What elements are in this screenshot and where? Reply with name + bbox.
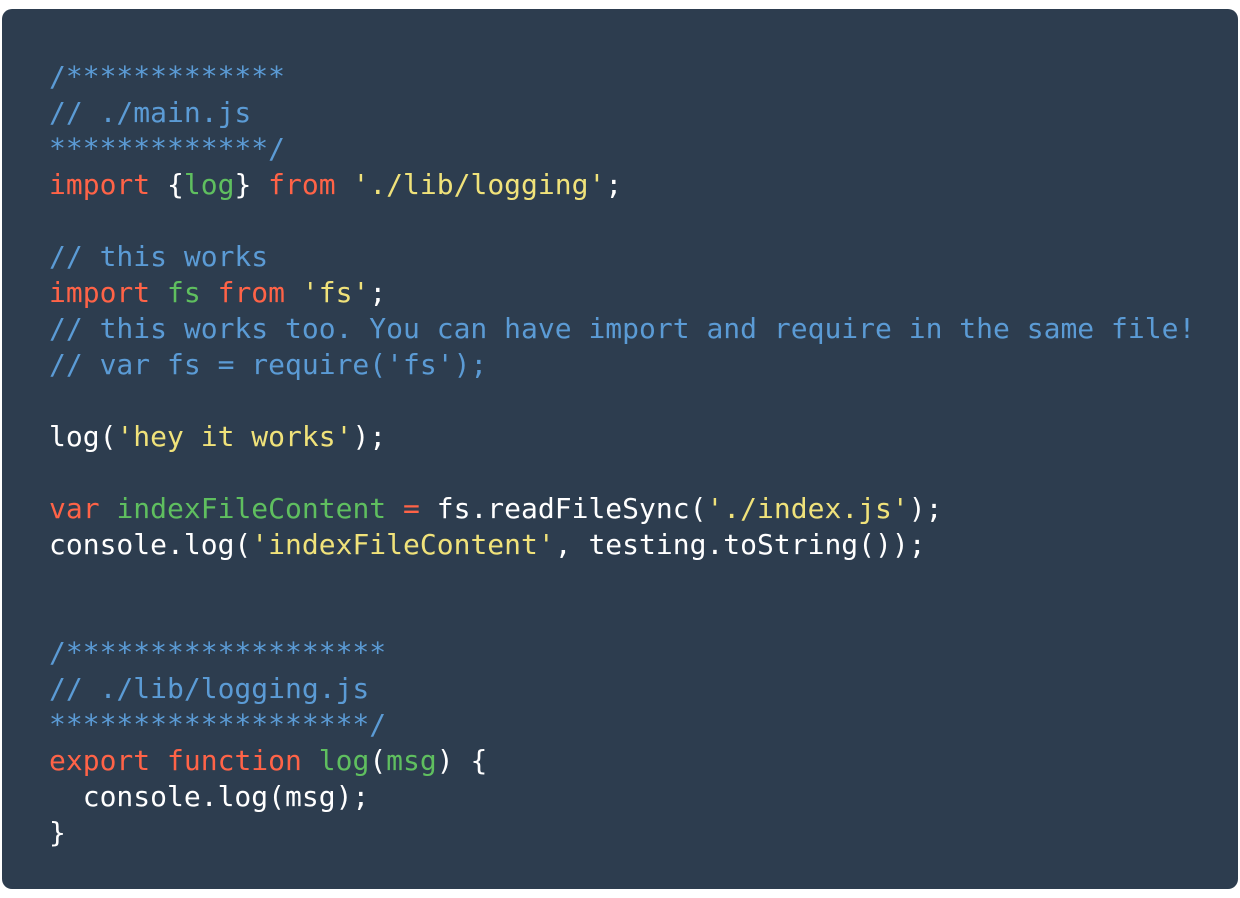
code-line: // this works too. You can have import a… xyxy=(49,311,1238,347)
code-token-string: 'fs' xyxy=(301,276,370,309)
code-token-keyword: from xyxy=(217,276,286,309)
code-line xyxy=(49,599,1238,635)
code-block: /*************// ./main.js*************/… xyxy=(2,9,1238,889)
code-lines: /*************// ./main.js*************/… xyxy=(49,59,1238,851)
code-token-string: 'hey it works' xyxy=(116,420,353,453)
code-token-plain xyxy=(285,276,302,309)
code-token-plain: } xyxy=(49,816,66,849)
code-line: var indexFileContent = fs.readFileSync('… xyxy=(49,491,1238,527)
code-line: } xyxy=(49,815,1238,851)
code-token-comment: // ./main.js xyxy=(49,96,252,129)
code-token-plain: ); xyxy=(908,492,943,525)
code-token-string: './lib/logging' xyxy=(352,168,606,201)
code-token-comment: // var fs = require('fs'); xyxy=(49,348,488,381)
code-token-plain: ); xyxy=(352,420,387,453)
code-line xyxy=(49,383,1238,419)
code-token-plain xyxy=(150,744,167,777)
code-token-plain: ; xyxy=(605,168,623,201)
code-token-keyword: export xyxy=(49,744,151,777)
code-token-plain: log( xyxy=(49,420,117,453)
code-token-ident: msg xyxy=(386,744,437,777)
code-token-plain xyxy=(386,492,403,525)
code-token-comment: // this works too. You can have import a… xyxy=(49,312,1196,345)
code-token-comment: /************* xyxy=(49,60,286,93)
code-line: // this works xyxy=(49,239,1238,275)
code-line xyxy=(49,563,1238,599)
code-token-comment: // this works xyxy=(49,240,269,273)
code-token-ident: log xyxy=(183,168,235,201)
code-token-string: 'indexFileContent' xyxy=(251,528,555,561)
code-line: console.log('indexFileContent', testing.… xyxy=(49,527,1238,563)
code-token-plain: ( xyxy=(369,744,387,777)
code-token-plain: { xyxy=(150,168,184,201)
code-line: *************/ xyxy=(49,131,1238,167)
code-token-ident: indexFileContent xyxy=(116,492,387,525)
code-token-plain: ; xyxy=(369,276,387,309)
code-token-plain: ) { xyxy=(436,744,488,777)
code-token-keyword: = xyxy=(403,492,420,525)
code-token-keyword: function xyxy=(167,744,302,777)
code-token-comment: // ./lib/logging.js xyxy=(49,672,370,705)
code-token-plain xyxy=(302,744,319,777)
code-token-comment: *************/ xyxy=(49,132,286,165)
code-line: log('hey it works'); xyxy=(49,419,1238,455)
code-line: import fs from 'fs'; xyxy=(49,275,1238,311)
code-token-plain xyxy=(201,276,218,309)
code-line: import {log} from './lib/logging'; xyxy=(49,167,1238,203)
code-line: export function log(msg) { xyxy=(49,743,1238,779)
code-token-string: './index.js' xyxy=(706,492,909,525)
code-token-comment: /******************* xyxy=(49,636,387,669)
code-token-plain: } xyxy=(234,168,269,201)
code-token-keyword: import xyxy=(49,168,151,201)
code-line xyxy=(49,203,1238,239)
code-line: console.log(msg); xyxy=(49,779,1238,815)
code-token-plain xyxy=(150,276,167,309)
code-token-plain: fs.readFileSync( xyxy=(419,492,707,525)
code-line: /************* xyxy=(49,59,1238,95)
code-token-keyword: var xyxy=(49,492,100,525)
code-token-comment: *******************/ xyxy=(49,708,387,741)
code-line: // var fs = require('fs'); xyxy=(49,347,1238,383)
code-line xyxy=(49,455,1238,491)
code-token-plain: console.log(msg); xyxy=(49,780,370,813)
code-line: /******************* xyxy=(49,635,1238,671)
code-line: *******************/ xyxy=(49,707,1238,743)
code-token-plain xyxy=(100,492,117,525)
code-token-keyword: import xyxy=(49,276,151,309)
code-token-ident: fs xyxy=(167,276,201,309)
code-token-plain xyxy=(336,168,353,201)
code-token-plain: console.log( xyxy=(49,528,252,561)
code-line: // ./main.js xyxy=(49,95,1238,131)
code-token-ident: log xyxy=(318,744,370,777)
code-token-keyword: from xyxy=(268,168,336,201)
code-line: // ./lib/logging.js xyxy=(49,671,1238,707)
code-token-plain: , testing.toString()); xyxy=(554,528,926,561)
